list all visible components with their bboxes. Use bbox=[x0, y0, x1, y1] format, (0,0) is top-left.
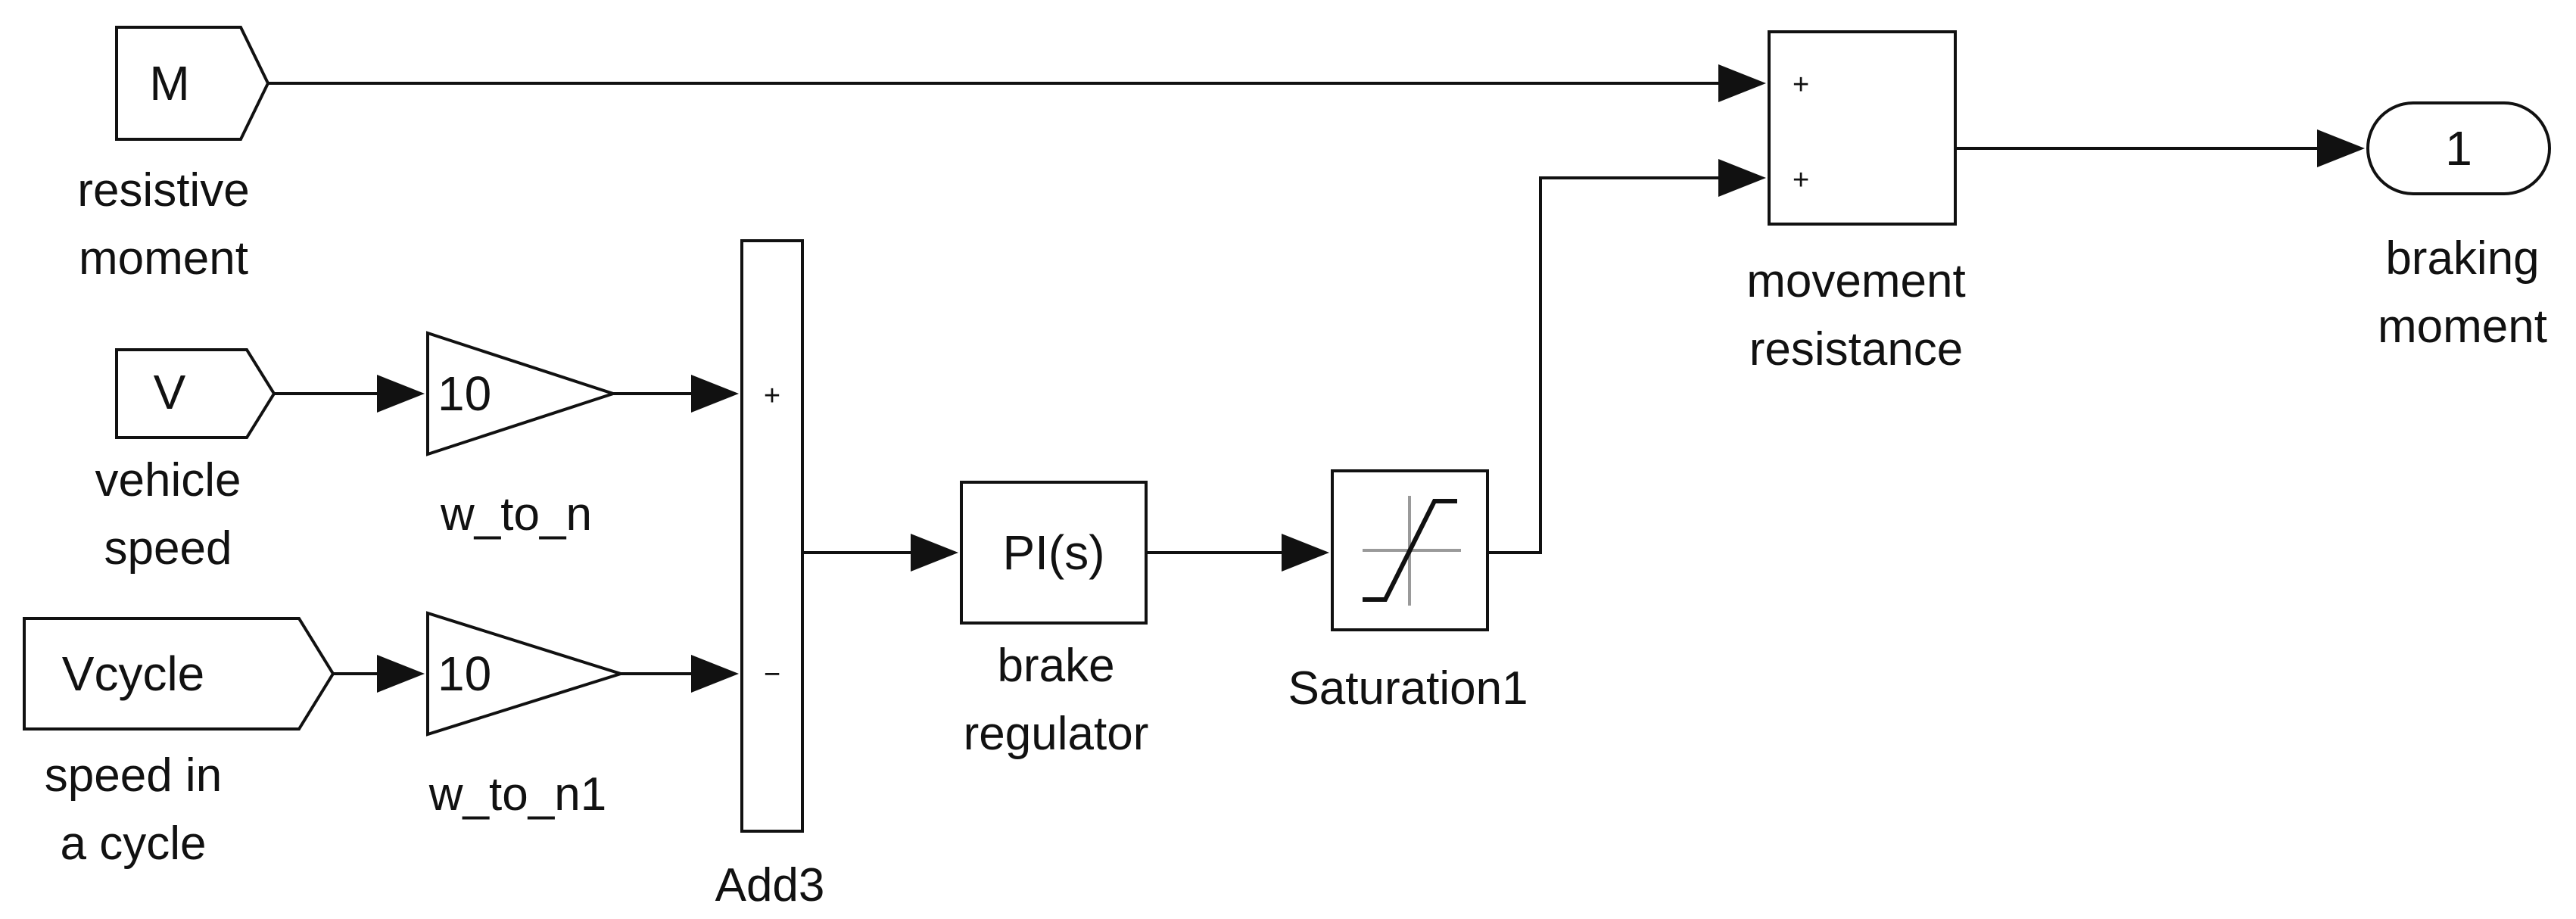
add-block-add3-label: Add3 bbox=[715, 859, 825, 911]
sum-block-sign-plus-1: + bbox=[1793, 69, 1809, 101]
arrowhead-gain-in bbox=[377, 375, 425, 413]
saturation-block-label: Saturation1 bbox=[1288, 662, 1528, 715]
sum-block-sign-plus-2: + bbox=[1793, 164, 1809, 196]
sum-block-label-line1: movement bbox=[1746, 255, 1965, 307]
arrowhead-outport-in bbox=[2317, 129, 2365, 167]
add-block-add3[interactable]: + − bbox=[740, 239, 804, 833]
from-block-vcycle[interactable]: Vcycle bbox=[23, 617, 335, 731]
add-block-add3-sign-plus: + bbox=[764, 380, 780, 412]
arrowhead-gain1-in bbox=[377, 655, 425, 693]
from-block-m-label-line1: resistive bbox=[77, 164, 249, 217]
from-block-v-text: V bbox=[154, 365, 186, 419]
saturation-icon bbox=[1363, 496, 1461, 606]
from-block-m-label-line2: moment bbox=[79, 232, 248, 285]
arrowhead-sum-in1 bbox=[1718, 64, 1766, 102]
gain-block-w-to-n1[interactable]: 10 bbox=[426, 611, 626, 737]
pi-block-label-line2: regulator bbox=[964, 708, 1149, 760]
gain-block-w-to-n[interactable]: 10 bbox=[426, 331, 618, 456]
arrowhead-pi-in bbox=[911, 534, 958, 572]
gain-block-w-to-n-label: w_to_n bbox=[440, 488, 592, 540]
arrowhead-add-in1 bbox=[691, 375, 739, 413]
from-block-vcycle-shape bbox=[23, 617, 335, 731]
outport-block-label-line1: braking bbox=[2385, 232, 2539, 285]
from-block-v-label-line1: vehicle bbox=[95, 454, 241, 506]
pi-block-shape bbox=[960, 481, 1148, 625]
sum-block-movement-resistance[interactable]: + + bbox=[1768, 30, 1957, 226]
gain-block-w-to-n-value: 10 bbox=[438, 366, 491, 421]
arrowhead-sum-in2 bbox=[1718, 159, 1766, 197]
gain-block-w-to-n-shape bbox=[426, 331, 618, 456]
from-block-v-label-line2: speed bbox=[104, 522, 232, 575]
signal-saturation-to-sum[interactable] bbox=[1487, 176, 1739, 554]
add-block-add3-shape bbox=[740, 239, 804, 833]
sum-block-shape bbox=[1768, 30, 1957, 226]
add-block-add3-sign-minus: − bbox=[764, 659, 780, 690]
from-block-m-text: M bbox=[149, 56, 189, 111]
outport-block-label-line2: moment bbox=[2378, 301, 2547, 353]
gain-block-w-to-n1-value: 10 bbox=[438, 646, 491, 701]
gain-block-w-to-n1-shape bbox=[426, 611, 626, 737]
outport-block[interactable]: 1 bbox=[2366, 101, 2551, 195]
from-block-v[interactable]: V bbox=[115, 348, 276, 439]
arrowhead-add-in2 bbox=[691, 655, 739, 693]
pi-block-label-line1: brake bbox=[997, 640, 1114, 692]
outport-block-text: 1 bbox=[2445, 121, 2472, 176]
signal-lines bbox=[268, 82, 2322, 675]
outport-block-shape bbox=[2366, 101, 2551, 195]
from-block-m-shape bbox=[115, 26, 270, 141]
arrowheads bbox=[377, 64, 2365, 693]
saturation-block[interactable] bbox=[1331, 469, 1489, 631]
arrowhead-saturation-in bbox=[1282, 534, 1329, 572]
from-block-vcycle-text: Vcycle bbox=[62, 646, 205, 701]
from-block-vcycle-label-line1: speed in bbox=[45, 749, 222, 802]
pi-block-text: PI(s) bbox=[1002, 525, 1104, 580]
from-block-m[interactable]: M bbox=[115, 26, 270, 141]
from-block-vcycle-label-line2: a cycle bbox=[61, 818, 207, 870]
gain-block-w-to-n1-label: w_to_n1 bbox=[428, 768, 606, 821]
from-block-v-shape bbox=[115, 348, 276, 439]
pi-block-brake-regulator[interactable]: PI(s) bbox=[960, 481, 1148, 625]
sum-block-label-line2: resistance bbox=[1749, 323, 1964, 375]
